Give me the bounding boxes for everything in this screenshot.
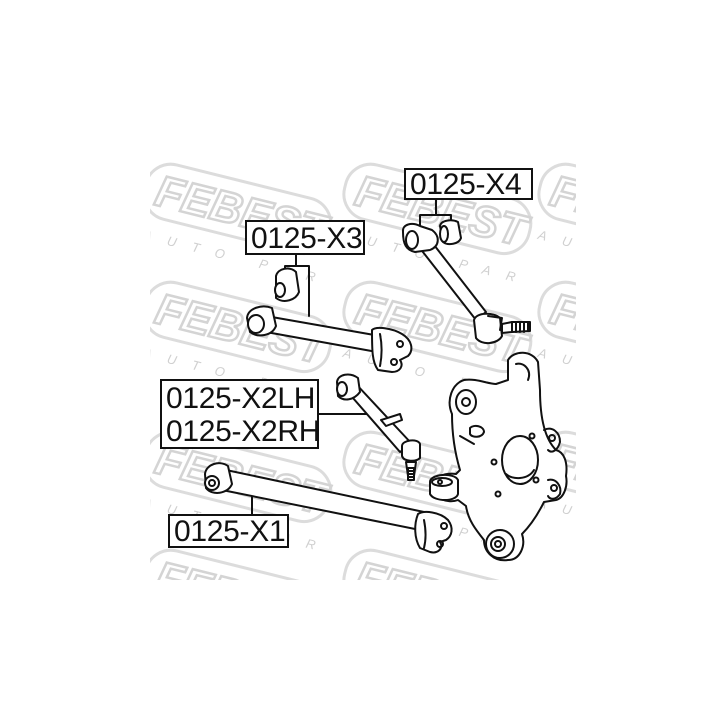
part-number: 0125-X4	[410, 168, 522, 201]
bushing-x3	[274, 267, 300, 302]
steering-knuckle	[429, 351, 568, 562]
part-number: 0125-X3	[251, 222, 363, 255]
part-number: 0125-X1	[174, 515, 286, 548]
part-number-rh: 0125-X2RH	[166, 415, 321, 448]
upper-arm-x4	[401, 198, 531, 344]
lateral-arm-x3	[246, 253, 413, 373]
lower-link-x1	[204, 462, 453, 554]
part-number-lh: 0125-X2LH	[166, 382, 316, 415]
part-label-0125-x2: 0125-X2LH 0125-X2RH	[160, 379, 321, 449]
part-label-0125-x1: 0125-X1	[168, 514, 289, 548]
part-label-0125-x3: 0125-X3	[245, 220, 365, 255]
toe-arm-x2	[317, 373, 421, 481]
bushing-x4	[439, 219, 462, 246]
part-label-0125-x4: 0125-X4	[404, 168, 533, 200]
